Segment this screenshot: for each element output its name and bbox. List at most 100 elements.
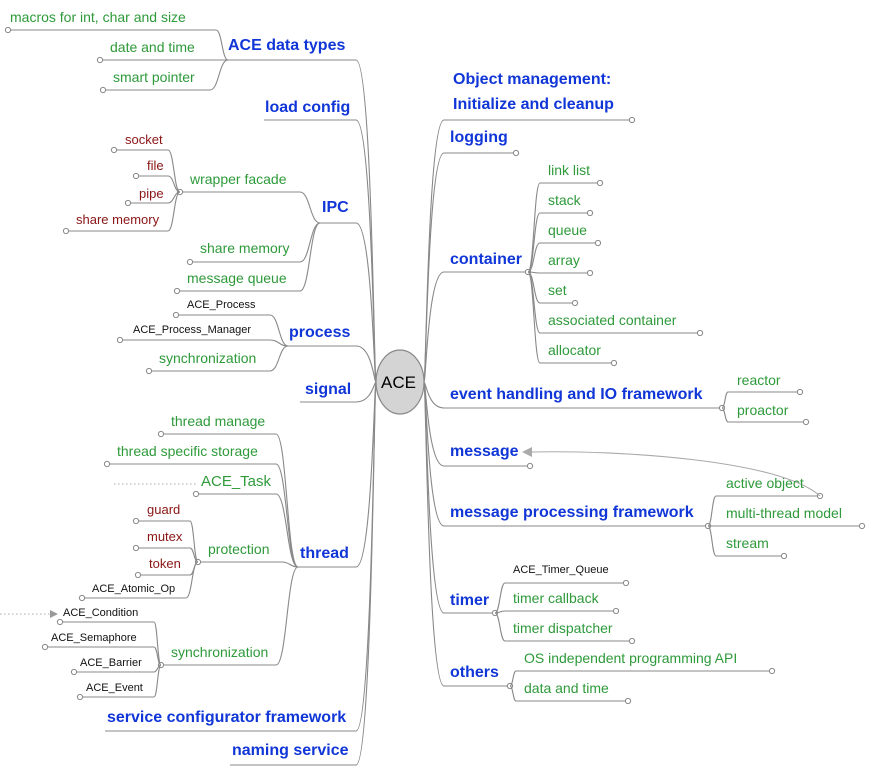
leaf-ace-event[interactable]: ACE_Event <box>86 682 143 694</box>
link-ace-condition-end[interactable] <box>56 618 64 626</box>
link-file-end[interactable] <box>132 172 140 180</box>
subtopic-message-queue[interactable]: message queue <box>187 270 287 286</box>
leaf-ace-process[interactable]: ACE_Process <box>187 299 256 311</box>
node-right-logging[interactable] <box>512 149 520 157</box>
subtopic-allocator[interactable]: allocator <box>548 342 601 358</box>
subtopic-set[interactable]: set <box>548 282 567 298</box>
link-set-end[interactable] <box>571 299 579 307</box>
subtopic-queue[interactable]: queue <box>548 222 587 238</box>
subtopic-date-and-time[interactable]: date and time <box>110 39 195 55</box>
link-queue-end[interactable] <box>594 239 602 247</box>
link-os-api-end[interactable] <box>768 667 776 675</box>
subtopic-active-object[interactable]: active object <box>726 475 804 491</box>
link-date-time-end[interactable] <box>96 56 104 64</box>
leaf-share-memory[interactable]: share memory <box>76 212 160 227</box>
link-pipe-end[interactable] <box>124 199 132 207</box>
subtopic-process-synchronization[interactable]: synchronization <box>159 350 257 366</box>
link-ace-barrier-end[interactable] <box>70 668 78 676</box>
link-mutex-end[interactable] <box>132 544 140 552</box>
leaf-ace-process-manager[interactable]: ACE_Process_Manager <box>133 324 252 336</box>
subtopic-macros[interactable]: macros for int, char and size <box>10 9 186 25</box>
topic-thread[interactable]: thread <box>300 545 349 562</box>
link-token-end[interactable] <box>134 571 142 579</box>
subtopic-timer-callback[interactable]: timer callback <box>513 590 599 606</box>
link-associated-end[interactable] <box>696 329 704 337</box>
leaf-socket[interactable]: socket <box>125 132 163 147</box>
link-timer-dispatcher-end[interactable] <box>628 637 636 645</box>
link-message-queue-end[interactable] <box>173 287 181 295</box>
leaf-token[interactable]: token <box>149 556 181 571</box>
leaf-file[interactable]: file <box>147 158 164 173</box>
leaf-pipe[interactable]: pipe <box>139 186 164 201</box>
link-ace-semaphore-end[interactable] <box>41 643 49 651</box>
link-thread-manage-end[interactable] <box>157 430 165 438</box>
subtopic-stream[interactable]: stream <box>726 535 769 551</box>
link-link-list-end[interactable] <box>596 179 604 187</box>
subtopic-protection[interactable]: protection <box>208 541 270 557</box>
subtopic-ace-task[interactable]: ACE_Task <box>201 473 272 490</box>
link-guard-end[interactable] <box>132 517 140 525</box>
topic-event-handling[interactable]: event handling and IO framework <box>450 386 703 403</box>
subtopic-link-list[interactable]: link list <box>548 162 591 178</box>
topic-timer[interactable]: timer <box>450 592 490 609</box>
topic-process[interactable]: process <box>289 324 351 341</box>
link-multi-thread-end[interactable] <box>858 522 866 530</box>
link-atomic-op-end[interactable] <box>78 594 86 602</box>
leaf-ace-barrier[interactable]: ACE_Barrier <box>80 657 142 669</box>
leaf-ace-semaphore[interactable]: ACE_Semaphore <box>51 632 137 644</box>
link-smart-pointer-end[interactable] <box>99 86 107 94</box>
subtopic-stack[interactable]: stack <box>548 192 581 208</box>
leaf-guard[interactable]: guard <box>147 502 181 517</box>
topic-logging[interactable]: logging <box>450 129 508 146</box>
subtopic-reactor[interactable]: reactor <box>737 372 781 388</box>
subtopic-os-independent-api[interactable]: OS independent programming API <box>524 650 738 666</box>
subtopic-share-memory[interactable]: share memory <box>200 240 290 256</box>
center-node-label[interactable]: ACE <box>381 373 416 392</box>
link-process-sync-end[interactable] <box>145 367 153 375</box>
topic-ace-data-types[interactable]: ACE data types <box>228 37 346 54</box>
topic-signal[interactable]: signal <box>305 381 352 398</box>
subtopic-data-and-time[interactable]: data and time <box>524 680 609 696</box>
topic-container[interactable]: container <box>450 251 523 268</box>
topic-naming-service[interactable]: naming service <box>232 742 349 759</box>
subtopic-wrapper-facade[interactable]: wrapper facade <box>190 171 287 187</box>
link-ipc-share-memory-end[interactable] <box>186 258 194 266</box>
subtopic-thread-manage[interactable]: thread manage <box>171 413 266 429</box>
subtopic-timer-dispatcher[interactable]: timer dispatcher <box>513 620 613 636</box>
subtopic-multi-thread-model[interactable]: multi-thread model <box>726 505 842 521</box>
link-reactor-end[interactable] <box>796 388 804 396</box>
link-ace-process-end[interactable] <box>172 311 180 319</box>
node-right-message[interactable] <box>526 462 534 470</box>
link-stack-end[interactable] <box>586 209 594 217</box>
center-node[interactable] <box>375 349 425 415</box>
subtopic-thread-synchronization[interactable]: synchronization <box>171 644 269 660</box>
link-tss-end[interactable] <box>103 460 111 468</box>
topic-ipc[interactable]: IPC <box>322 199 349 216</box>
link-timer-queue-end[interactable] <box>622 579 630 587</box>
topic-object-management-line1[interactable]: Object management: <box>453 71 612 88</box>
subtopic-proactor[interactable]: proactor <box>737 402 789 418</box>
topic-object-management-line2[interactable]: Initialize and cleanup <box>453 96 614 113</box>
topic-service-configurator-framework[interactable]: service configurator framework <box>107 709 347 726</box>
link-allocator-end[interactable] <box>610 359 618 367</box>
link-macros-end[interactable] <box>4 26 12 34</box>
subtopic-smart-pointer[interactable]: smart pointer <box>113 69 195 85</box>
link-data-time-end[interactable] <box>624 697 632 705</box>
leaf-ace-atomic-op[interactable]: ACE_Atomic_Op <box>92 583 176 595</box>
link-socket-end[interactable] <box>110 146 118 154</box>
subtopic-array[interactable]: array <box>548 252 580 268</box>
link-stream-end[interactable] <box>780 552 788 560</box>
node-right-object-management[interactable] <box>628 116 636 124</box>
topic-message[interactable]: message <box>450 443 519 460</box>
topic-load-config[interactable]: load config <box>265 99 351 116</box>
subtopic-thread-specific-storage[interactable]: thread specific storage <box>117 443 258 459</box>
topic-message-processing-framework[interactable]: message processing framework <box>450 504 694 521</box>
leaf-ace-timer-queue[interactable]: ACE_Timer_Queue <box>513 564 609 576</box>
link-leaf-share-memory-end[interactable] <box>62 227 70 235</box>
topic-others[interactable]: others <box>450 664 499 681</box>
link-ace-event-end[interactable] <box>76 693 84 701</box>
link-ace-task-end[interactable] <box>192 490 200 498</box>
subtopic-associated-container[interactable]: associated container <box>548 312 677 328</box>
leaf-ace-condition[interactable]: ACE_Condition <box>63 607 139 619</box>
link-ace-process-manager-end[interactable] <box>116 336 124 344</box>
